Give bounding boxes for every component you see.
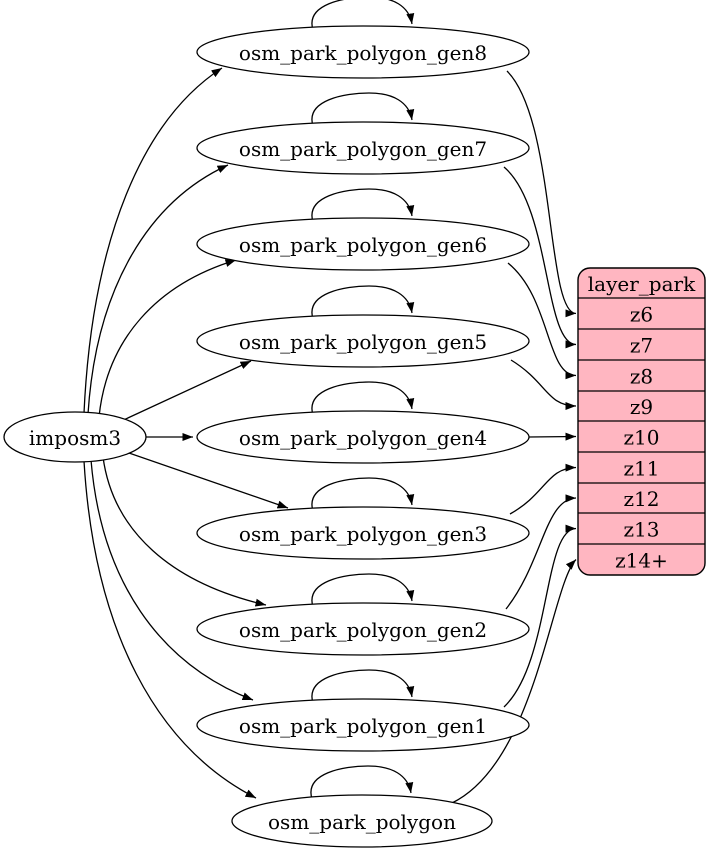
node-label: osm_park_polygon_gen4 (239, 426, 487, 450)
self-loop-osm-park-polygon-gen1 (311, 669, 415, 704)
self-loop-osm-park-polygon-gen5 (311, 285, 415, 320)
edge-imposm3-to-osm-park-polygon-gen1 (90, 459, 254, 701)
node-ellipse (3, 411, 147, 463)
node-label: osm_park_polygon_gen5 (239, 330, 487, 354)
row-z6-label: z6 (630, 303, 653, 327)
row-z10-label: z10 (624, 426, 660, 450)
node-label: osm_park_polygon_gen3 (239, 522, 487, 546)
node-osm-park-polygon-gen3: osm_park_polygon_gen3 (196, 506, 530, 560)
edge-imposm3-to-osm-park-polygon-gen8 (83, 67, 223, 414)
edge-imposm3-to-osm-park-polygon-gen3 (125, 451, 289, 509)
row-z9-label: z9 (630, 395, 653, 419)
edge-osm-park-polygon-gen4-to-z10 (528, 432, 577, 441)
self-loop-osm-park-polygon (310, 765, 414, 800)
node-label: osm_park_polygon_gen2 (239, 618, 487, 642)
node-label: osm_park_polygon_gen6 (239, 233, 487, 257)
edge-osm-park-polygon-gen7-to-z7 (503, 166, 577, 349)
self-loop-osm-park-polygon-gen3 (311, 477, 415, 512)
edge-imposm3-to-osm-park-polygon-gen5 (116, 360, 252, 424)
node-osm-park-polygon-gen6: osm_park_polygon_gen6 (196, 217, 530, 271)
nodes-layer: imposm3 osm_park_polygon_gen8 osm_park_pol… (3, 25, 530, 848)
node-ellipse (196, 602, 530, 656)
node-label: osm_park_polygon_gen7 (239, 137, 487, 161)
node-ellipse (196, 314, 530, 368)
node-label: osm_park_polygon_gen1 (239, 714, 487, 738)
node-osm-park-polygon-gen8: osm_park_polygon_gen8 (196, 25, 530, 79)
node-label: osm_park_polygon (268, 810, 456, 834)
self-loop-osm-park-polygon-gen8 (311, 0, 415, 31)
edge-osm-park-polygon-gen5-to-z9 (510, 359, 577, 410)
node-ellipse (196, 217, 530, 271)
self-loop-osm-park-polygon-gen2 (311, 573, 415, 608)
layer-park-header: layer_park (588, 272, 696, 296)
edge-imposm3-to-osm-park-polygon (83, 460, 257, 799)
node-ellipse (196, 410, 530, 464)
node-imposm3: imposm3 (3, 411, 147, 463)
self-loop-osm-park-polygon-gen4 (311, 381, 415, 416)
self-loop-osm-park-polygon-gen7 (311, 92, 415, 127)
node-osm-park-polygon-gen5: osm_park_polygon_gen5 (196, 314, 530, 368)
edge-osm-park-polygon-gen6-to-z8 (507, 262, 577, 380)
edge-osm-park-polygon-gen2-to-z12 (505, 494, 577, 610)
edge-osm-park-polygon-to-z14plus (451, 559, 577, 804)
node-ellipse (196, 506, 530, 560)
row-z7-label: z7 (630, 334, 653, 358)
node-ellipse (196, 25, 530, 79)
edge-osm-park-polygon-gen3-to-z11 (509, 463, 577, 515)
edge-osm-park-polygon-gen1-to-z13 (503, 524, 577, 708)
layer-park-table: layer_park z6 z7 z8 z9 z10 z11 z12 z13 z14+ (577, 267, 706, 576)
edge-imposm3-to-osm-park-polygon-gen6 (98, 259, 237, 418)
node-label: imposm3 (29, 426, 121, 450)
node-label: osm_park_polygon_gen8 (239, 41, 487, 65)
node-osm-park-polygon-gen4: osm_park_polygon_gen4 (196, 410, 530, 464)
node-osm-park-polygon-gen1: osm_park_polygon_gen1 (196, 698, 530, 752)
node-ellipse (231, 794, 493, 848)
edge-imposm3-to-osm-park-polygon-gen7 (87, 164, 229, 415)
row-z13-label: z13 (624, 518, 660, 542)
node-osm-park-polygon-gen7: osm_park_polygon_gen7 (196, 121, 530, 175)
node-osm-park-polygon-gen2: osm_park_polygon_gen2 (196, 602, 530, 656)
node-ellipse (196, 121, 530, 175)
row-z12-label: z12 (624, 487, 660, 511)
row-z8-label: z8 (630, 365, 653, 389)
edge-osm-park-polygon-gen8-to-z6 (506, 70, 577, 318)
row-z11-label: z11 (624, 457, 660, 481)
self-loop-osm-park-polygon-gen6 (311, 188, 415, 223)
edge-imposm3-to-osm-park-polygon-gen2 (102, 456, 267, 607)
node-osm-park-polygon: osm_park_polygon (231, 794, 493, 848)
node-ellipse (196, 698, 530, 752)
edges-layer (83, 0, 577, 804)
row-z14plus-label: z14+ (615, 549, 668, 573)
